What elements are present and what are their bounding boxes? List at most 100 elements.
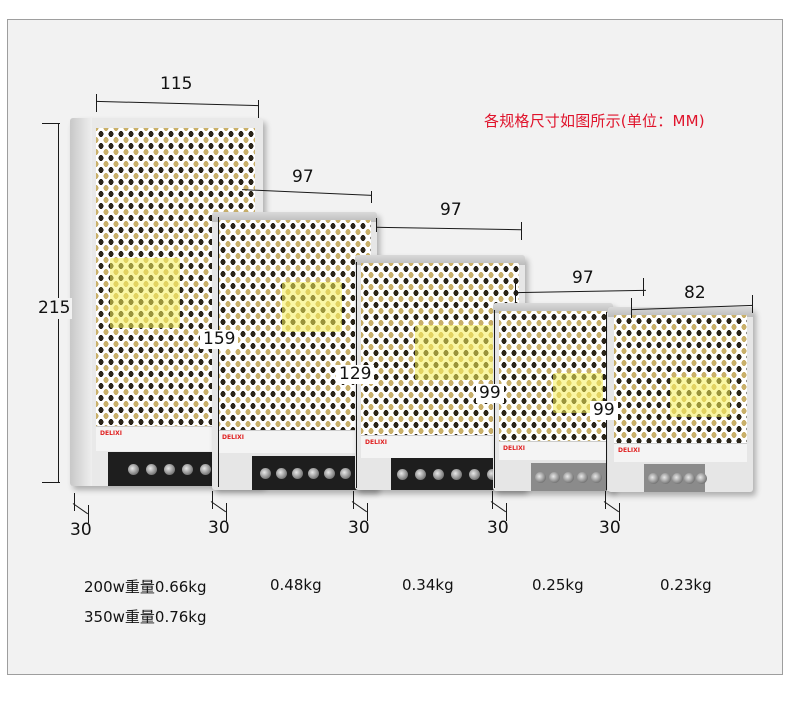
weight-label-3: 0.34kg [402, 576, 454, 594]
terminal-screw-icon [128, 464, 139, 475]
terminal-screw-icon [591, 472, 602, 483]
depth-label-4: 30 [487, 518, 509, 538]
height-label-2: 159 [200, 330, 239, 349]
depth-tick [74, 493, 75, 511]
terminal-screw-icon [164, 464, 175, 475]
depth-line [603, 501, 620, 513]
depth-tick [226, 503, 227, 521]
terminal-screw-icon [696, 473, 707, 484]
weight-label-5: 0.23kg [660, 576, 712, 594]
depth-marker-2 [210, 491, 228, 521]
power-supply-image-4: DELIXI [493, 303, 613, 491]
power-supply-image-2: DELIXI [212, 212, 377, 490]
terminal-screw-icon [324, 468, 335, 479]
terminal-screw-icon [549, 472, 560, 483]
height-label-3: 129 [336, 365, 375, 384]
width-label-2: 97 [292, 167, 314, 187]
terminal-screw-icon [146, 464, 157, 475]
dimension-caption: 各规格尺寸如图所示(单位：MM) [484, 112, 705, 130]
weight-label-2: 0.48kg [270, 576, 322, 594]
terminal-screw-icon [535, 472, 546, 483]
terminal-screw-icon [276, 468, 287, 479]
depth-line [351, 501, 368, 513]
transformer-highlight [415, 325, 495, 380]
terminal-screw-icon [200, 464, 211, 475]
depth-line [72, 503, 89, 515]
depth-tick [353, 491, 354, 509]
depth-marker-4 [490, 491, 508, 521]
transformer-highlight [282, 282, 342, 332]
terminal-screw-icon [684, 473, 695, 484]
terminal-screw-icon [292, 468, 303, 479]
depth-label-5: 30 [599, 518, 621, 538]
product-label: DELIXI [614, 443, 747, 462]
terminal-screw-icon [469, 469, 480, 480]
brand-logo: DELIXI [222, 434, 244, 441]
terminal-screw-icon [577, 472, 588, 483]
width-tick [96, 94, 97, 112]
height-label-4: 99 [476, 384, 504, 403]
height-label-1: 215 [36, 298, 73, 319]
product-label: DELIXI [499, 441, 607, 460]
terminal-block [644, 464, 707, 492]
terminal-screw-icon [660, 473, 671, 484]
depth-label-3: 30 [348, 518, 370, 538]
terminal-screw-icon [182, 464, 193, 475]
width-tick [376, 218, 377, 232]
width-tick [521, 222, 522, 240]
top-edge [608, 307, 753, 317]
terminal-screw-icon [487, 469, 498, 480]
depth-tick [506, 503, 507, 521]
width-tick [631, 298, 632, 318]
depth-marker-3 [351, 491, 369, 521]
terminal-screw-icon [308, 468, 319, 479]
width-label-4: 97 [572, 268, 594, 288]
depth-line [490, 501, 507, 513]
weight-label-1b: 350w重量0.76kg [84, 608, 207, 626]
power-supply-image-5: DELIXI [608, 307, 753, 492]
width-label-5: 82 [684, 283, 706, 303]
depth-line [210, 501, 227, 513]
brand-logo: DELIXI [503, 445, 525, 452]
terminal-screw-icon [260, 468, 271, 479]
terminal-screw-icon [340, 468, 351, 479]
terminal-screw-icon [672, 473, 683, 484]
terminal-block [531, 463, 607, 491]
product-label: DELIXI [218, 430, 371, 453]
weight-label-1a: 200w重量0.66kg [84, 578, 207, 596]
height-label-5: 99 [590, 401, 618, 420]
depth-label-2: 30 [208, 518, 230, 538]
power-supply-image-1: DELIXI [70, 118, 263, 486]
terminal-screw-icon [433, 469, 444, 480]
width-tick [371, 191, 372, 203]
terminal-screw-icon [451, 469, 462, 480]
depth-tick [367, 503, 368, 521]
width-tick [643, 278, 644, 296]
brand-logo: DELIXI [365, 439, 387, 446]
width-tick [515, 283, 516, 303]
top-edge [212, 212, 377, 222]
width-tick [258, 100, 259, 118]
depth-marker-1 [72, 493, 90, 523]
terminal-screw-icon [648, 473, 659, 484]
width-label-3: 97 [440, 200, 462, 220]
transformer-highlight [670, 377, 730, 417]
transformer-highlight [110, 258, 180, 328]
depth-tick [212, 491, 213, 509]
width-tick [752, 295, 753, 313]
depth-tick [492, 491, 493, 509]
depth-tick [619, 503, 620, 521]
height-tick [42, 123, 60, 124]
depth-tick [88, 505, 89, 523]
top-edge [493, 303, 613, 313]
terminal-screw-icon [415, 469, 426, 480]
brand-logo: DELIXI [618, 447, 640, 454]
brand-logo: DELIXI [100, 430, 122, 437]
terminal-screw-icon [397, 469, 408, 480]
side-panel [70, 118, 92, 486]
top-edge [355, 255, 525, 265]
depth-marker-5 [603, 491, 621, 521]
terminal-screw-icon [563, 472, 574, 483]
depth-tick [605, 491, 606, 509]
depth-label-1: 30 [70, 520, 92, 540]
